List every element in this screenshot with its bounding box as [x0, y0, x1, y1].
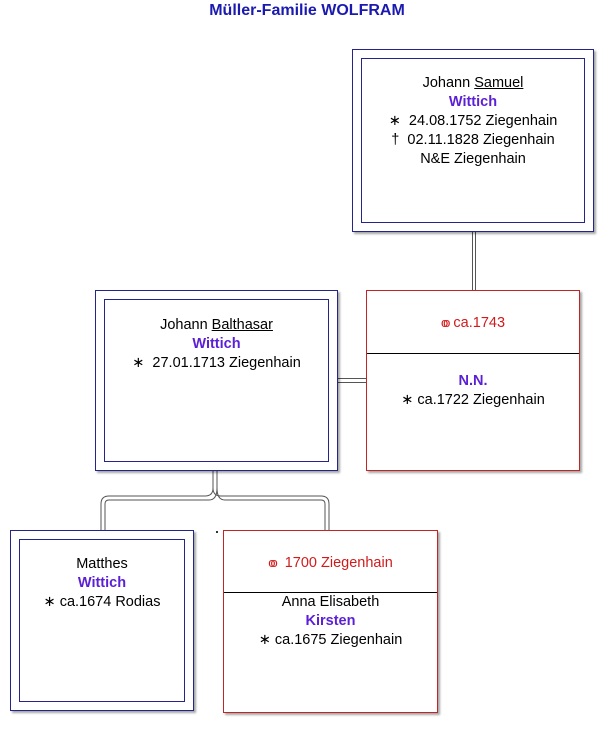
- connector-balthasar-spouse: [338, 378, 368, 383]
- person-card-inner: Johann Balthasar Wittich ∗ 27.01.1713 Zi…: [104, 299, 329, 462]
- marriage-date: ca.1743: [453, 315, 506, 331]
- person-note: N&E Ziegenhain: [420, 151, 526, 167]
- spouse-info: Anna Elisabeth Kirsten ∗ ca.1675 Ziegenh…: [224, 593, 437, 650]
- birth-value: 27.01.1713 Ziegenhain: [152, 355, 301, 371]
- person-birth: ∗ 27.01.1713 Ziegenhain: [105, 354, 328, 373]
- birth-value: ca.1675 Ziegenhain: [274, 632, 403, 648]
- connector-samuel-vertical: [472, 231, 476, 291]
- marriage-date: 1700 Ziegenhain: [284, 555, 393, 571]
- given-name-plain: Johann: [422, 75, 475, 91]
- spouse-info: N.N. ∗ ca.1722 Ziegenhain: [367, 372, 579, 410]
- person-surname: Wittich: [192, 336, 241, 352]
- person-birth: ∗ ca.1674 Rodias: [20, 593, 184, 612]
- birth-value: 24.08.1752 Ziegenhain: [408, 113, 558, 129]
- spouse-birth: ∗ ca.1675 Ziegenhain: [224, 631, 437, 650]
- person-given-name: Johann Balthasar: [105, 316, 328, 335]
- person-given-name: Matthes: [76, 556, 128, 572]
- death-symbol-icon: †: [391, 132, 400, 148]
- person-death: † 02.11.1828 Ziegenhain: [362, 131, 584, 150]
- death-value: 02.11.1828 Ziegenhain: [407, 132, 555, 148]
- person-card-matthes[interactable]: Matthes Wittich ∗ ca.1674 Rodias: [10, 530, 194, 711]
- marker-dot: [216, 531, 218, 533]
- chart-title: Müller-Familie WOLFRAM: [209, 2, 405, 19]
- birth-value: ca.1722 Ziegenhain: [417, 392, 545, 408]
- person-card-johann-balthasar[interactable]: Johann Balthasar Wittich ∗ 27.01.1713 Zi…: [95, 290, 338, 471]
- birth-symbol-icon: ∗: [43, 594, 56, 610]
- person-card-inner: Johann Samuel Wittich ∗ 24.08.1752 Ziege…: [361, 58, 585, 223]
- spouse-name: N.N.: [458, 373, 488, 389]
- birth-value: ca.1674 Rodias: [59, 594, 161, 610]
- spouse-birth: ∗ ca.1722 Ziegenhain: [367, 391, 579, 410]
- person-surname: Wittich: [77, 575, 127, 591]
- marriage-rings-icon: oo: [440, 315, 451, 330]
- marriage-header: oo 1700 Ziegenhain: [224, 531, 437, 593]
- person-card-inner: Matthes Wittich ∗ ca.1674 Rodias: [19, 539, 185, 702]
- given-name-called: Balthasar: [211, 317, 273, 333]
- spouse-surname: Kirsten: [305, 613, 356, 629]
- person-card-johann-samuel[interactable]: Johann Samuel Wittich ∗ 24.08.1752 Ziege…: [352, 49, 594, 232]
- spouse-card-anna-elisabeth[interactable]: oo 1700 Ziegenhain Anna Elisabeth Kirste…: [223, 530, 438, 713]
- birth-symbol-icon: ∗: [132, 355, 145, 371]
- connector-children-fork: [100, 470, 330, 530]
- spouse-given-name: Anna Elisabeth: [281, 594, 380, 610]
- marriage-rings-icon: oo: [268, 555, 278, 570]
- person-given-name: Johann Samuel: [362, 74, 584, 93]
- given-name-plain: Johann: [160, 317, 212, 333]
- birth-symbol-icon: ∗: [258, 632, 271, 648]
- given-name-called: Samuel: [474, 75, 524, 91]
- person-surname: Wittich: [448, 94, 498, 110]
- birth-symbol-icon: ∗: [401, 392, 414, 408]
- person-birth: ∗ 24.08.1752 Ziegenhain: [362, 112, 584, 131]
- birth-symbol-icon: ∗: [388, 113, 401, 129]
